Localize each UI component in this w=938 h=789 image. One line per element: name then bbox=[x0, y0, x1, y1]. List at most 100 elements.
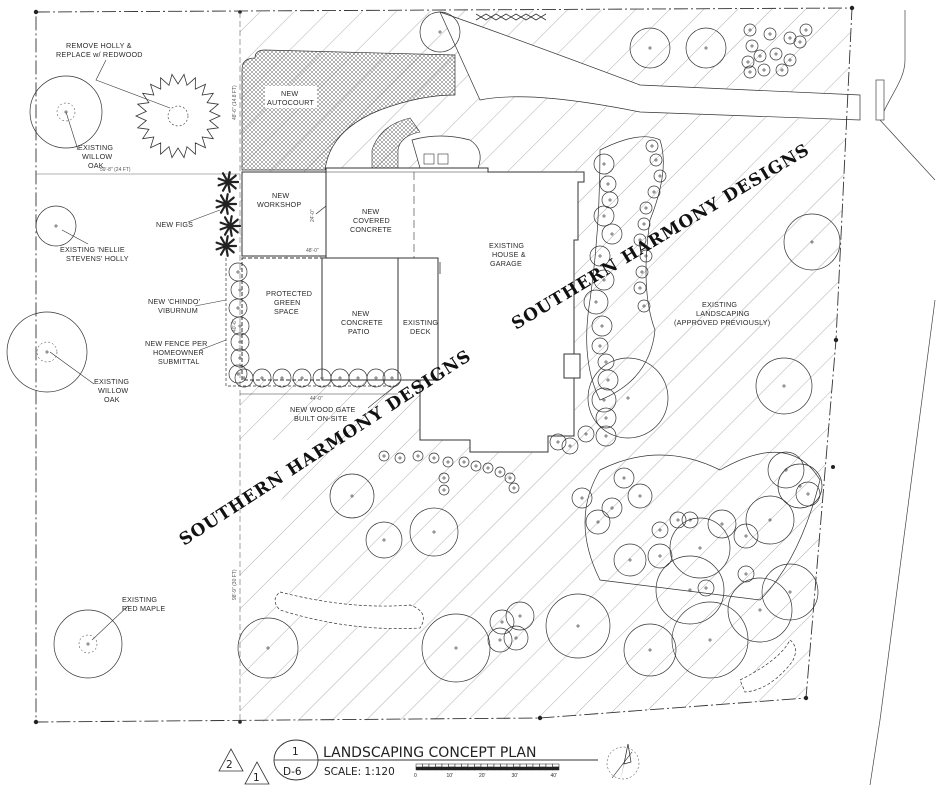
fig-2 bbox=[219, 215, 242, 237]
tree-north-1 bbox=[419, 11, 461, 53]
shrub-cluster-9 bbox=[795, 481, 821, 507]
tree-south-1 bbox=[237, 617, 299, 679]
north-shrub-2 bbox=[741, 55, 755, 69]
north-shrub-4 bbox=[763, 27, 777, 41]
shrub-cluster-19 bbox=[651, 521, 669, 539]
chindo-viburnum-8 bbox=[252, 368, 272, 388]
hedge-row-north-b bbox=[475, 13, 547, 21]
label-house-garage-2: HOUSE & bbox=[492, 250, 526, 259]
tree-north-2 bbox=[629, 27, 671, 69]
label-covered-concrete-1: NEW bbox=[362, 207, 379, 216]
bed-shrub-6 bbox=[633, 233, 647, 247]
dim-workshop-width: 48'-0" bbox=[306, 248, 319, 254]
house-shrub-8 bbox=[591, 315, 613, 337]
label-existing-deck-1: EXISTING bbox=[403, 318, 438, 327]
shrub-cluster-17 bbox=[571, 487, 593, 509]
scale-tick-label: 40' bbox=[551, 773, 558, 779]
culvert bbox=[875, 79, 885, 121]
dim-workshop-depth: 24'-0" bbox=[310, 209, 316, 222]
bed-shrub-9 bbox=[633, 281, 647, 295]
shrub-cluster-6 bbox=[745, 495, 795, 545]
title-block: 2 1 1 D-6 LANDSCAPING CONCEPT PLAN SCALE… bbox=[218, 739, 640, 785]
fig-0 bbox=[217, 171, 240, 193]
road-edge bbox=[869, 10, 936, 786]
north-shrub-0 bbox=[743, 23, 757, 37]
label-fence-1: NEW FENCE PER bbox=[145, 339, 208, 348]
shrub-cluster-22 bbox=[697, 579, 715, 597]
chindo-viburnum-15 bbox=[382, 368, 402, 388]
existing-nellie-stevens-holly bbox=[35, 205, 77, 247]
house-shrub-16 bbox=[561, 437, 579, 455]
label-concrete-patio-3: PATIO bbox=[348, 327, 370, 336]
label-wood-gate-2: BUILT ON-SITE bbox=[294, 414, 347, 423]
label-house-garage-1: EXISTING bbox=[489, 241, 524, 250]
tree-bed-large bbox=[587, 357, 669, 439]
path-shrub-1 bbox=[394, 452, 406, 464]
shrub-cluster-5 bbox=[669, 517, 731, 579]
label-remove-holly-2: REPLACE w/ REDWOOD bbox=[56, 50, 143, 59]
setback-dim-label: 59'-8" (24 FT) bbox=[100, 167, 131, 173]
path-shrub-6 bbox=[470, 460, 482, 472]
shrub-cluster-18 bbox=[613, 467, 635, 489]
new-autocourt-paving bbox=[241, 49, 456, 171]
planting-bed-east bbox=[586, 136, 664, 401]
path-shrub-8 bbox=[494, 466, 506, 478]
sheet-number: D-6 bbox=[283, 766, 302, 778]
path-shrub-7 bbox=[482, 462, 494, 474]
chindo-viburnum-10 bbox=[292, 368, 312, 388]
north-arrow bbox=[606, 743, 640, 782]
shrub-south-3 bbox=[503, 625, 529, 651]
tree-patio-3 bbox=[365, 521, 403, 559]
tree-patio-1 bbox=[329, 473, 375, 519]
fig-3 bbox=[215, 235, 238, 257]
chimney bbox=[563, 353, 581, 379]
shrub-cluster-23 bbox=[737, 565, 755, 583]
shrub-cluster-2 bbox=[671, 601, 749, 679]
label-covered-concrete-2: COVERED bbox=[353, 216, 390, 225]
label-house-garage-3: GARAGE bbox=[490, 259, 522, 268]
label-existing-landscaping-1: EXISTING bbox=[702, 300, 737, 309]
label-willow-oak-mid-1: EXISTING bbox=[94, 377, 129, 386]
north-shrub-8 bbox=[799, 23, 813, 37]
label-chindo-1: NEW 'CHINDO' bbox=[148, 297, 201, 306]
chindo-viburnum-4 bbox=[230, 332, 250, 352]
house-shrub-9 bbox=[591, 337, 609, 355]
shrub-south-2 bbox=[487, 627, 513, 653]
bed-shrub-0 bbox=[645, 139, 659, 153]
path-shrub-10 bbox=[508, 482, 520, 494]
bed-shrub-3 bbox=[647, 185, 661, 199]
label-chindo-2: VIBURNUM bbox=[158, 306, 198, 315]
bed-shrub-4 bbox=[639, 201, 653, 215]
revision-b-number: 1 bbox=[253, 772, 260, 784]
house-shrub-15 bbox=[577, 425, 595, 443]
new-fence-line bbox=[225, 258, 398, 387]
tree-south-2 bbox=[421, 613, 491, 683]
label-willow-oak-mid-2: WILLOW bbox=[98, 386, 128, 395]
driveway bbox=[439, 11, 861, 121]
label-willow-oak-top-2: WILLOW bbox=[82, 152, 112, 161]
drawing-title: LANDSCAPING CONCEPT PLAN bbox=[323, 745, 536, 761]
label-existing-landscaping-3: (APPROVED PREVIOUSLY) bbox=[674, 318, 770, 327]
shrub-cluster-12 bbox=[613, 543, 647, 577]
berm-southeast bbox=[739, 639, 796, 693]
bed-shrub-2 bbox=[653, 169, 667, 183]
structures bbox=[241, 167, 585, 453]
shrub-cluster-1 bbox=[727, 577, 793, 643]
existing-red-maple bbox=[53, 609, 123, 679]
shrub-cluster-16 bbox=[601, 497, 623, 519]
label-green-space-1: PROTECTED bbox=[266, 289, 312, 298]
redwood-tree-symbol bbox=[135, 73, 221, 159]
tree-east-2 bbox=[755, 357, 813, 415]
label-green-space-3: SPACE bbox=[274, 307, 299, 316]
chindo-viburnum-9 bbox=[272, 368, 292, 388]
fig-symbols bbox=[215, 171, 242, 257]
drawing-scale: SCALE: 1:120 bbox=[324, 766, 395, 778]
label-new-figs: NEW FIGS bbox=[156, 220, 193, 229]
shrub-cluster-8 bbox=[767, 451, 805, 489]
house-shrub-5 bbox=[589, 245, 611, 267]
tree-south-3 bbox=[545, 593, 611, 659]
chindo-viburnum-5 bbox=[230, 348, 250, 368]
shrub-south-4 bbox=[489, 609, 515, 635]
property-corners bbox=[33, 5, 855, 725]
